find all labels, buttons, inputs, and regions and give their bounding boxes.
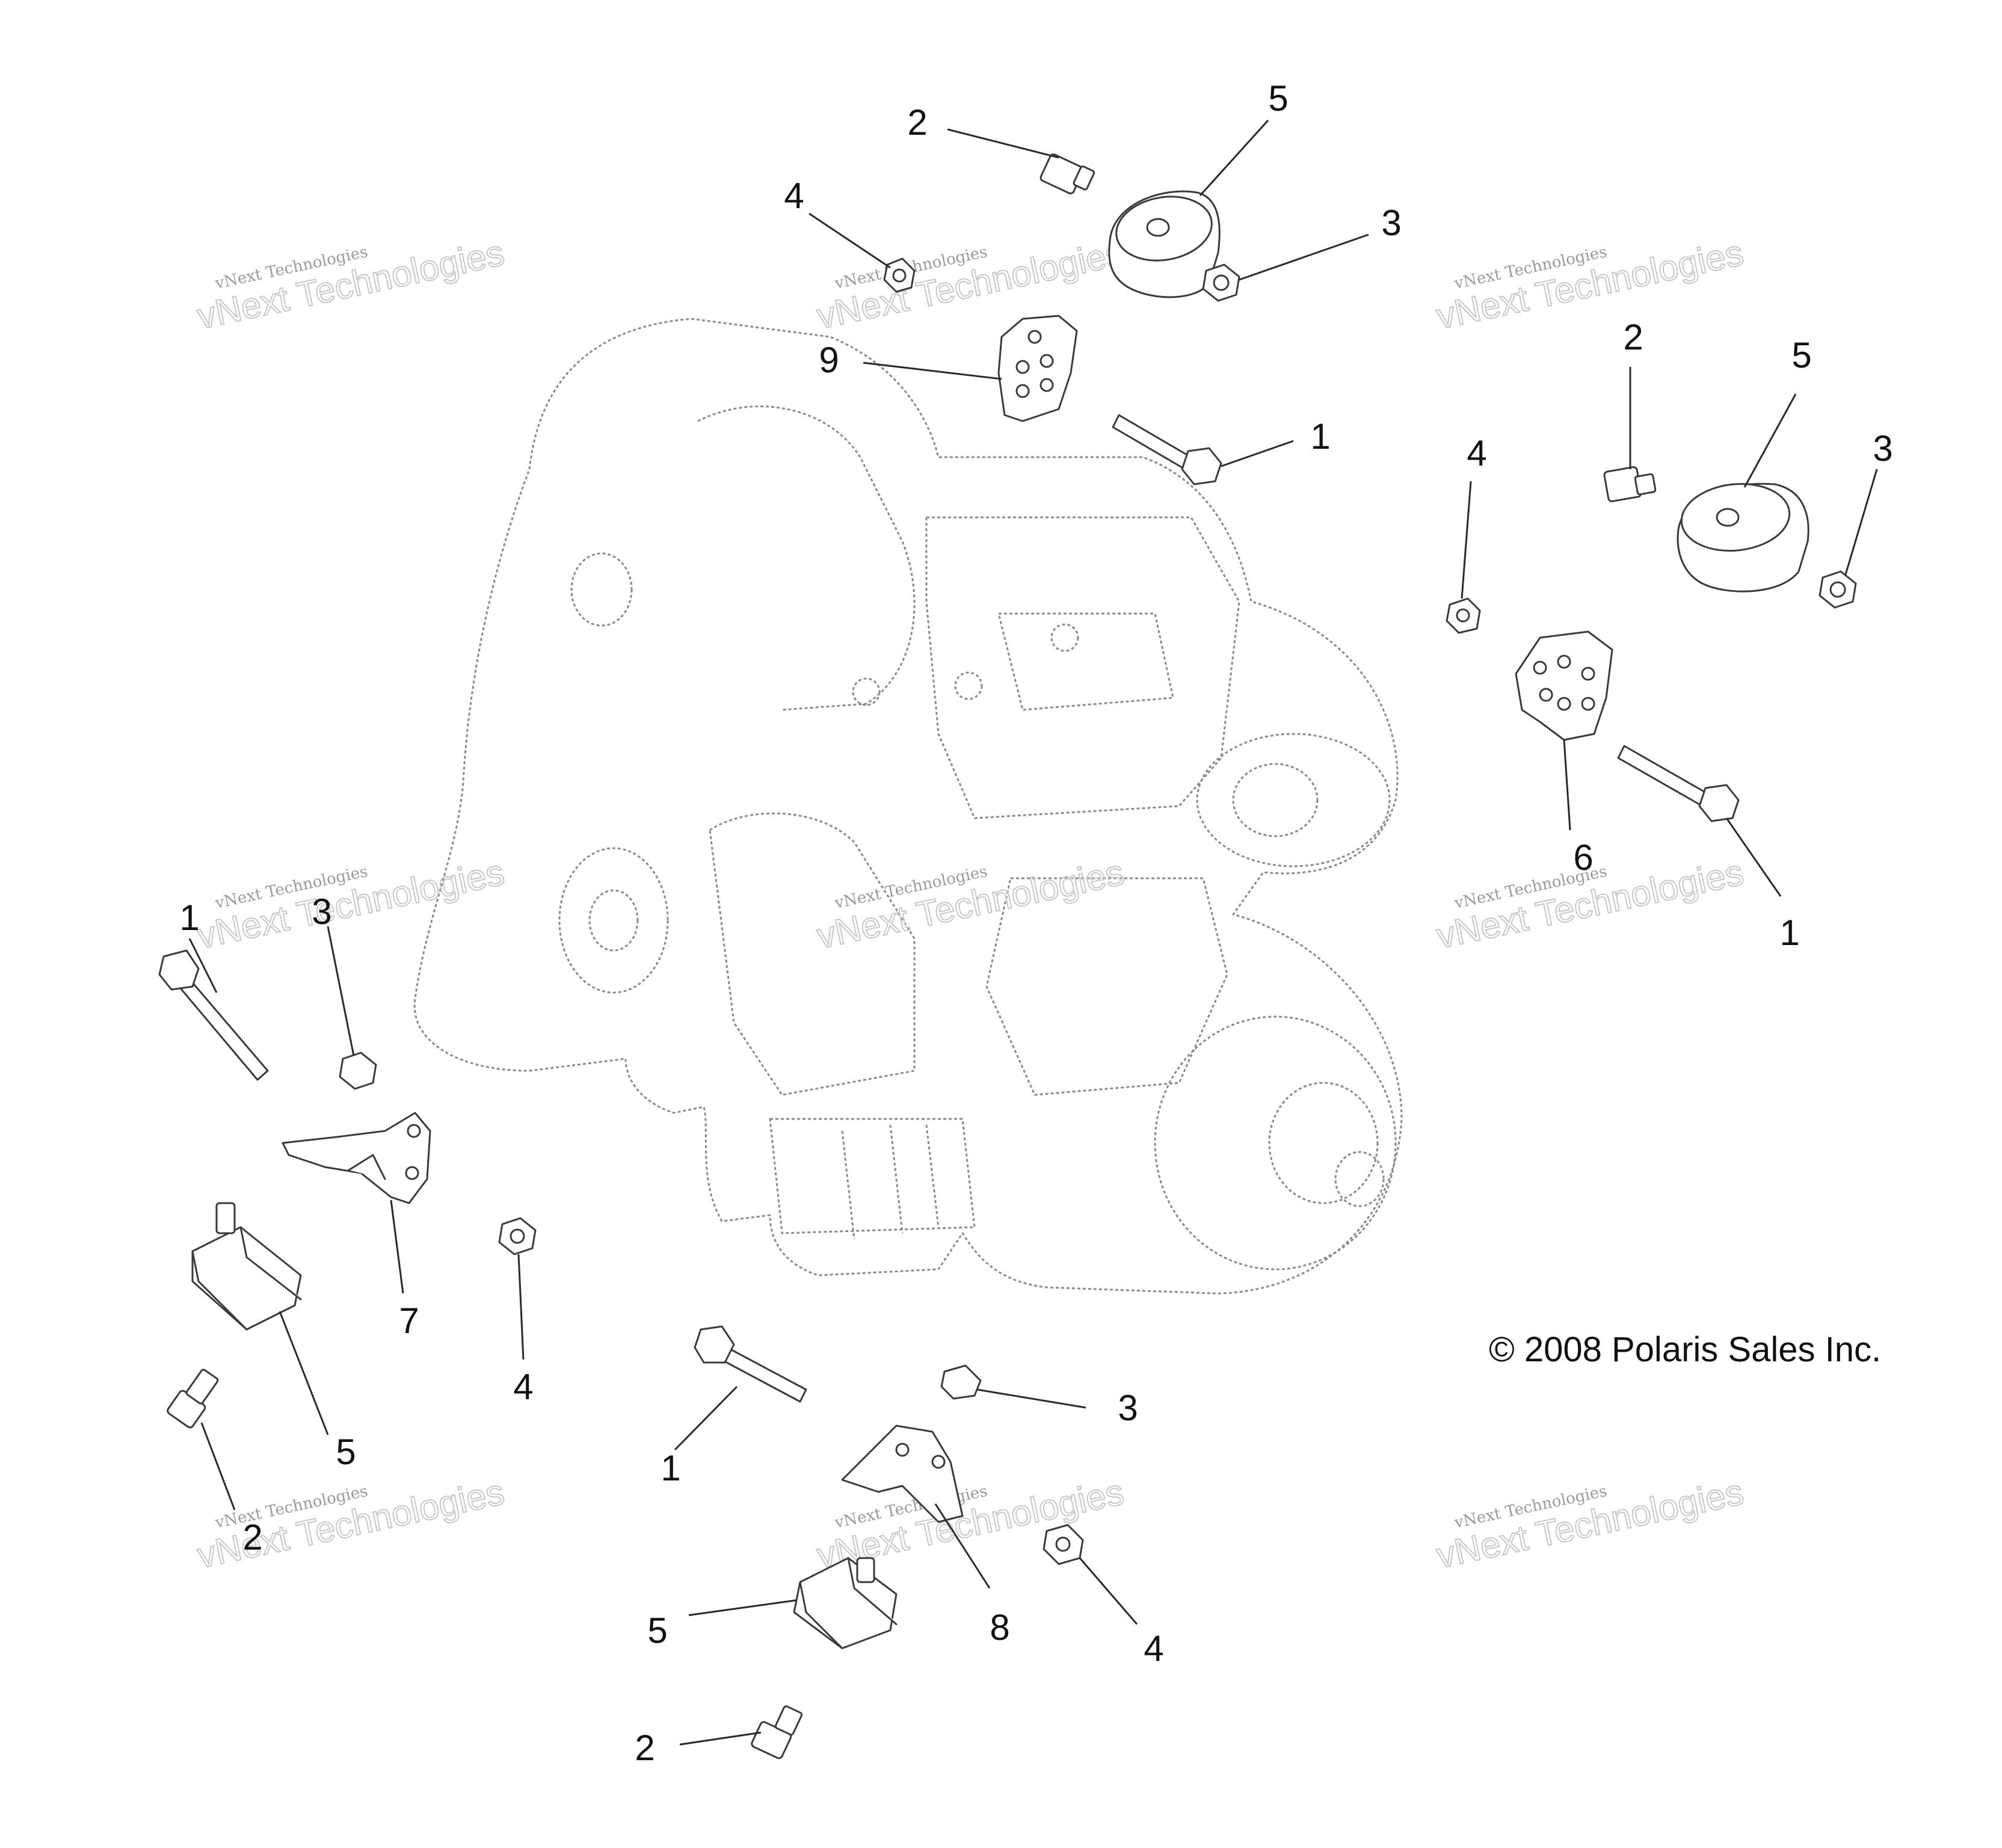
cap-screw-left <box>167 1369 219 1429</box>
bracket-8 <box>841 1424 964 1523</box>
cap-screw-right <box>1603 466 1657 502</box>
copyright-notice: © 2008 Polaris Sales Inc. <box>1489 1330 1882 1369</box>
bolt-top <box>1112 414 1222 485</box>
flange-nut-right <box>1819 570 1857 609</box>
flange-nut-left <box>339 1052 377 1090</box>
callout-1: 1 <box>1310 416 1330 457</box>
callout-7: 7 <box>399 1301 419 1341</box>
bolt-right <box>1617 745 1740 822</box>
callout-numbers: 2 5 3 4 9 1 2 5 3 4 6 1 1 3 7 4 5 2 1 3 … <box>179 78 1893 1768</box>
flange-nut-bottom <box>940 1364 982 1400</box>
bracket-6 <box>1515 630 1613 741</box>
callout-1: 1 <box>1779 913 1799 953</box>
engine-mount-left <box>191 1202 302 1331</box>
callout-4: 4 <box>784 176 804 216</box>
nut-right <box>1446 597 1481 634</box>
callout-3: 3 <box>1873 428 1893 469</box>
callout-1: 1 <box>661 1448 680 1488</box>
engine-assembly <box>413 318 1403 1295</box>
callout-5: 5 <box>1268 78 1288 119</box>
nut-bottom <box>1043 1524 1084 1565</box>
callout-2: 2 <box>1623 317 1643 357</box>
callout-6: 6 <box>1573 837 1593 878</box>
nut-top-left <box>883 257 916 293</box>
bolt-left <box>158 949 269 1081</box>
cap-screw-top <box>1040 153 1095 195</box>
callout-5: 5 <box>647 1610 667 1651</box>
engine-mount-bottom <box>793 1557 898 1649</box>
callout-3: 3 <box>1381 203 1401 243</box>
callout-4: 4 <box>513 1367 533 1407</box>
nut-left <box>498 1217 537 1255</box>
callout-5: 5 <box>336 1432 356 1472</box>
callout-4: 4 <box>1467 433 1486 473</box>
engine-mount-top <box>1108 190 1221 298</box>
bolt-bottom <box>694 1325 807 1403</box>
flange-nut-top <box>1202 263 1240 302</box>
callout-2: 2 <box>635 1728 654 1768</box>
bracket-9 <box>997 315 1078 422</box>
callout-8: 8 <box>990 1607 1009 1648</box>
callout-3: 3 <box>312 892 331 932</box>
callout-5: 5 <box>1791 335 1811 375</box>
callout-4: 4 <box>1144 1628 1163 1669</box>
cap-screw-bottom <box>751 1705 803 1760</box>
callout-2: 2 <box>242 1517 262 1557</box>
callout-1: 1 <box>179 898 199 938</box>
engine-mount-right <box>1677 482 1810 593</box>
callout-2: 2 <box>907 102 927 143</box>
callout-3: 3 <box>1118 1388 1138 1428</box>
callout-9: 9 <box>819 340 839 380</box>
leader-lines <box>188 119 1878 1746</box>
bracket-7 <box>282 1112 431 1204</box>
